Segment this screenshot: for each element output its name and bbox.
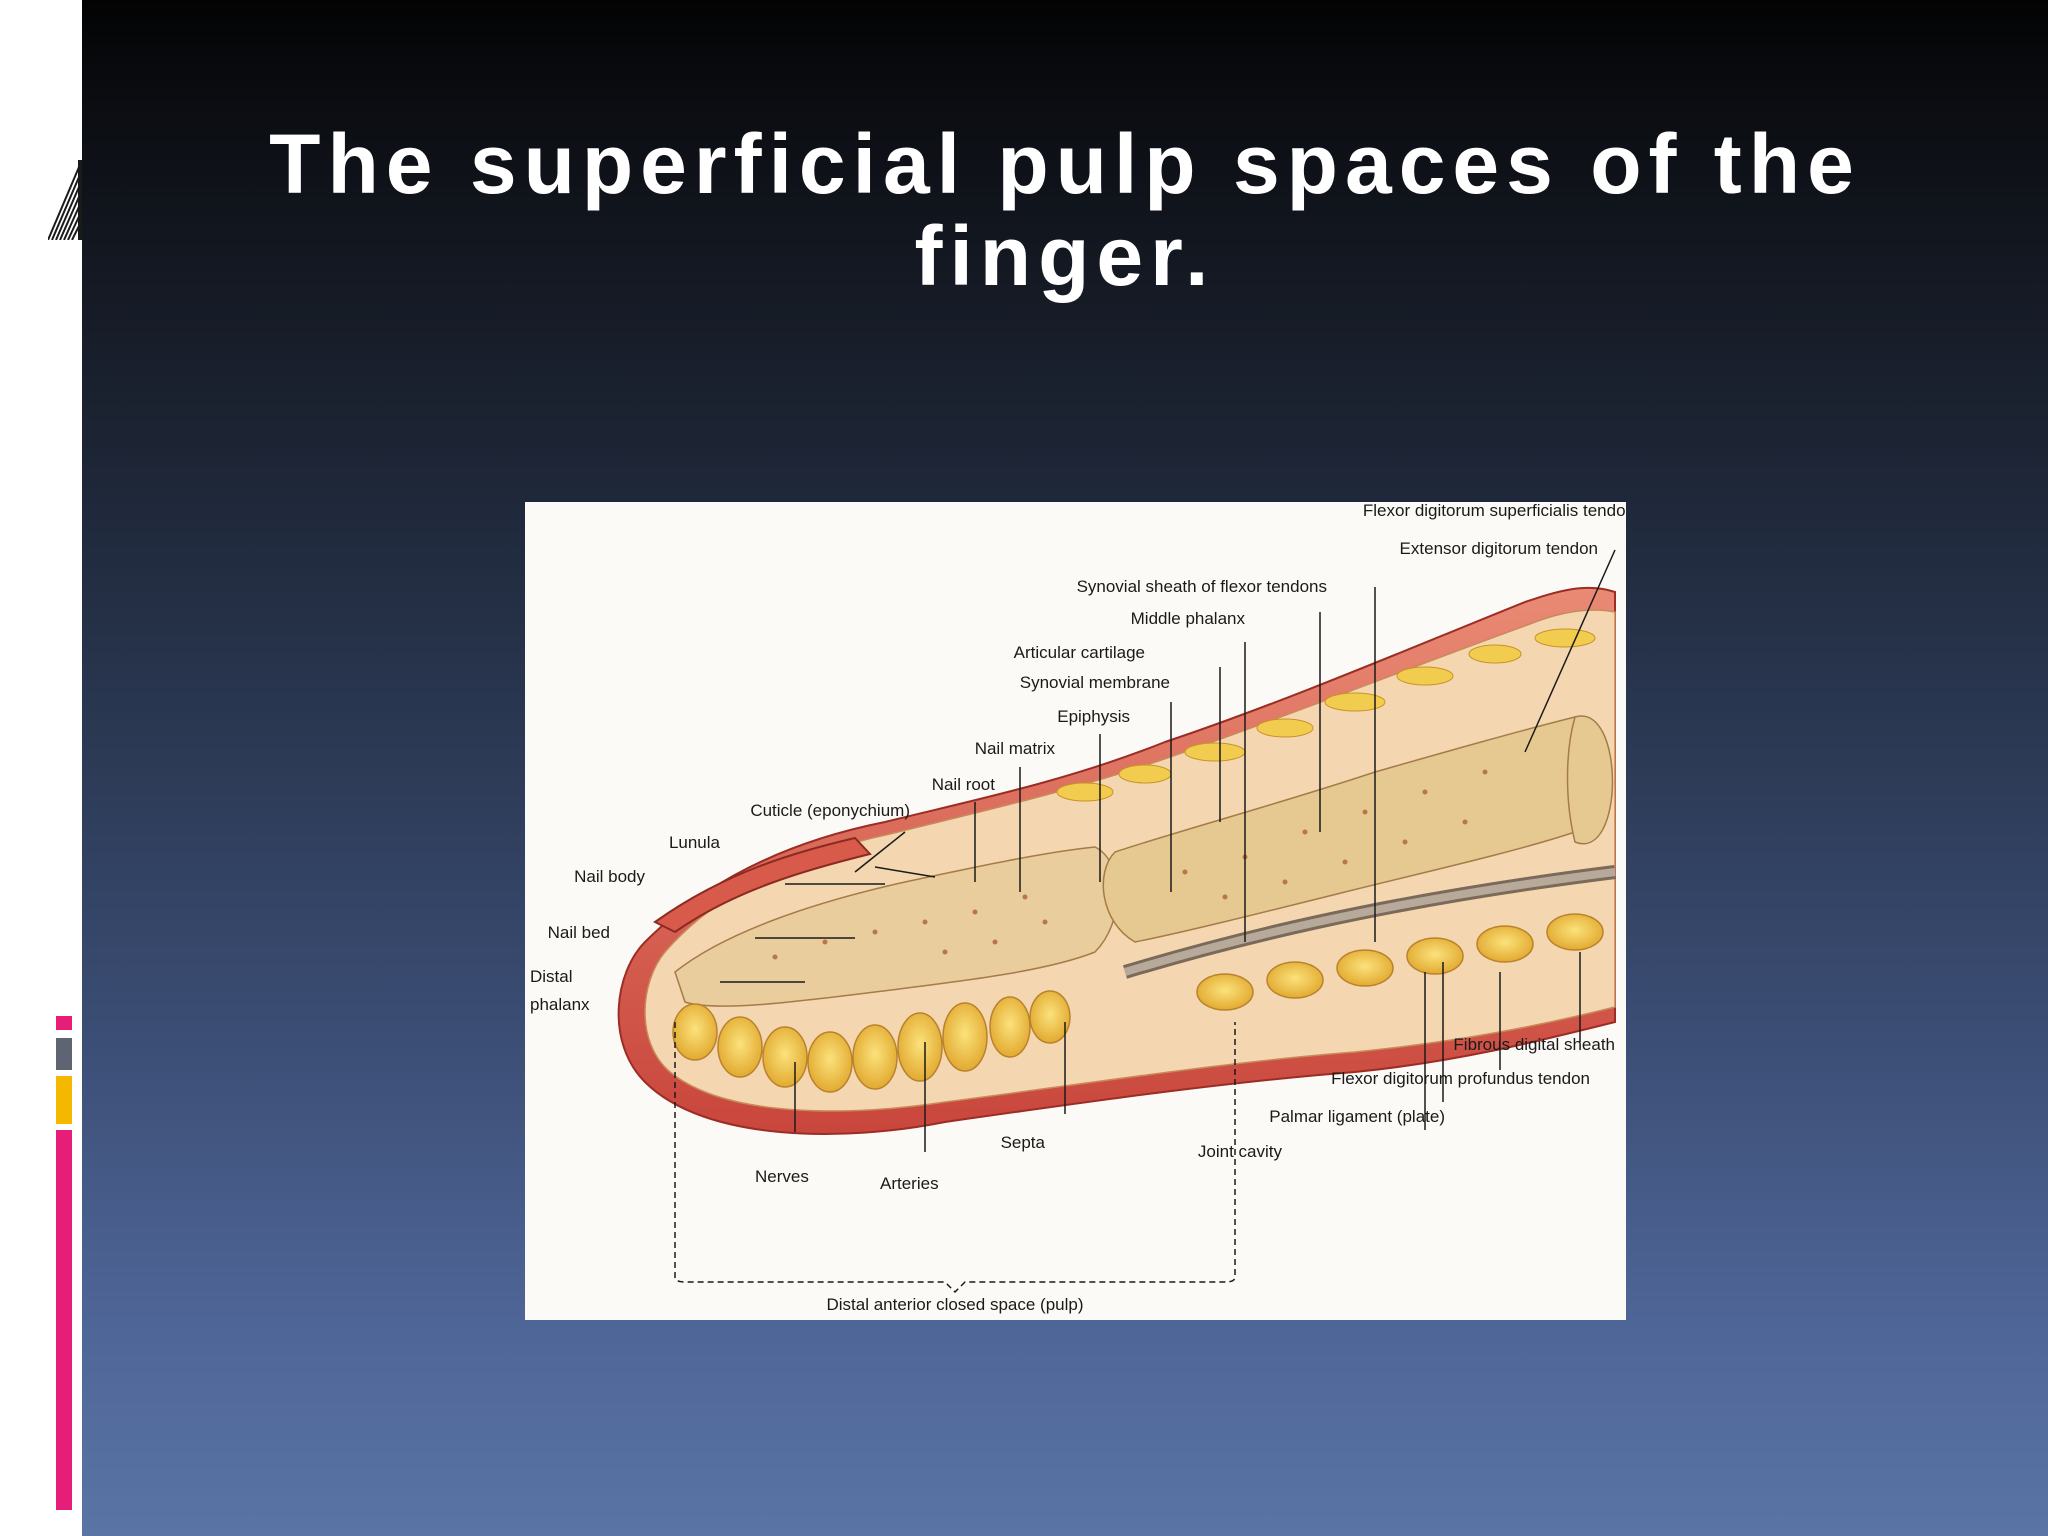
left-margin xyxy=(0,0,82,1536)
label-articular-cartilage: Articular cartilage xyxy=(1014,643,1145,662)
label-distal-2: phalanx xyxy=(530,995,590,1014)
label-pulp-space: Distal anterior closed space (pulp) xyxy=(826,1295,1083,1314)
label-distal-1: Distal xyxy=(530,967,573,986)
accent-bar-pink xyxy=(56,1130,72,1510)
title-line-2: finger. xyxy=(914,209,1216,303)
label-nerves: Nerves xyxy=(755,1167,809,1186)
nail xyxy=(653,836,872,934)
accent-bar-gray xyxy=(56,1038,72,1070)
title-line-1: The superficial pulp spaces of the xyxy=(269,117,1861,211)
label-extensor-tendon: Extensor digitorum tendon xyxy=(1400,539,1598,558)
stripes-decoration xyxy=(48,160,82,240)
pulp-bracket xyxy=(674,1022,1236,1294)
label-fdp-tendon: Flexor digitorum profundus tendon xyxy=(1331,1069,1590,1088)
pulp-fat-lobules xyxy=(672,913,1604,1093)
slide: The superficial pulp spaces of the finge… xyxy=(82,0,2048,1536)
anatomy-figure: Flexor digitorum superficialis tendon Ex… xyxy=(525,502,1626,1320)
label-fibrous-sheath: Fibrous digital sheath xyxy=(1453,1035,1615,1054)
label-joint-cavity: Joint cavity xyxy=(1198,1142,1283,1161)
label-cuticle: Cuticle (eponychium) xyxy=(750,801,910,820)
label-fds-tendon: Flexor digitorum superficialis tendon xyxy=(1363,502,1626,520)
dorsal-fat xyxy=(1056,628,1596,802)
label-nail-bed: Nail bed xyxy=(548,923,610,942)
middle-phalanx xyxy=(1102,715,1614,943)
label-palmar-ligament: Palmar ligament (plate) xyxy=(1269,1107,1445,1126)
accent-bar-yellow xyxy=(56,1076,72,1124)
bone-texture xyxy=(772,769,1488,960)
label-nail-matrix: Nail matrix xyxy=(975,739,1056,758)
label-lunula: Lunula xyxy=(669,833,721,852)
label-nail-root: Nail root xyxy=(932,775,996,794)
leader-lines xyxy=(720,549,1616,1152)
flexor-tendons xyxy=(1122,865,1616,979)
label-epiphysis: Epiphysis xyxy=(1057,707,1130,726)
label-middle-phalanx: Middle phalanx xyxy=(1131,609,1246,628)
label-synovial-sheath: Synovial sheath of flexor tendons xyxy=(1077,577,1327,596)
label-synovial-membrane: Synovial membrane xyxy=(1020,673,1170,692)
accent-bar-pink-top xyxy=(56,1016,72,1030)
label-arteries: Arteries xyxy=(880,1174,939,1193)
slide-title: The superficial pulp spaces of the finge… xyxy=(82,118,2048,302)
label-nail-body: Nail body xyxy=(574,867,645,886)
label-septa: Septa xyxy=(1001,1133,1046,1152)
finger-section-diagram: Flexor digitorum superficialis tendon Ex… xyxy=(530,502,1626,1314)
